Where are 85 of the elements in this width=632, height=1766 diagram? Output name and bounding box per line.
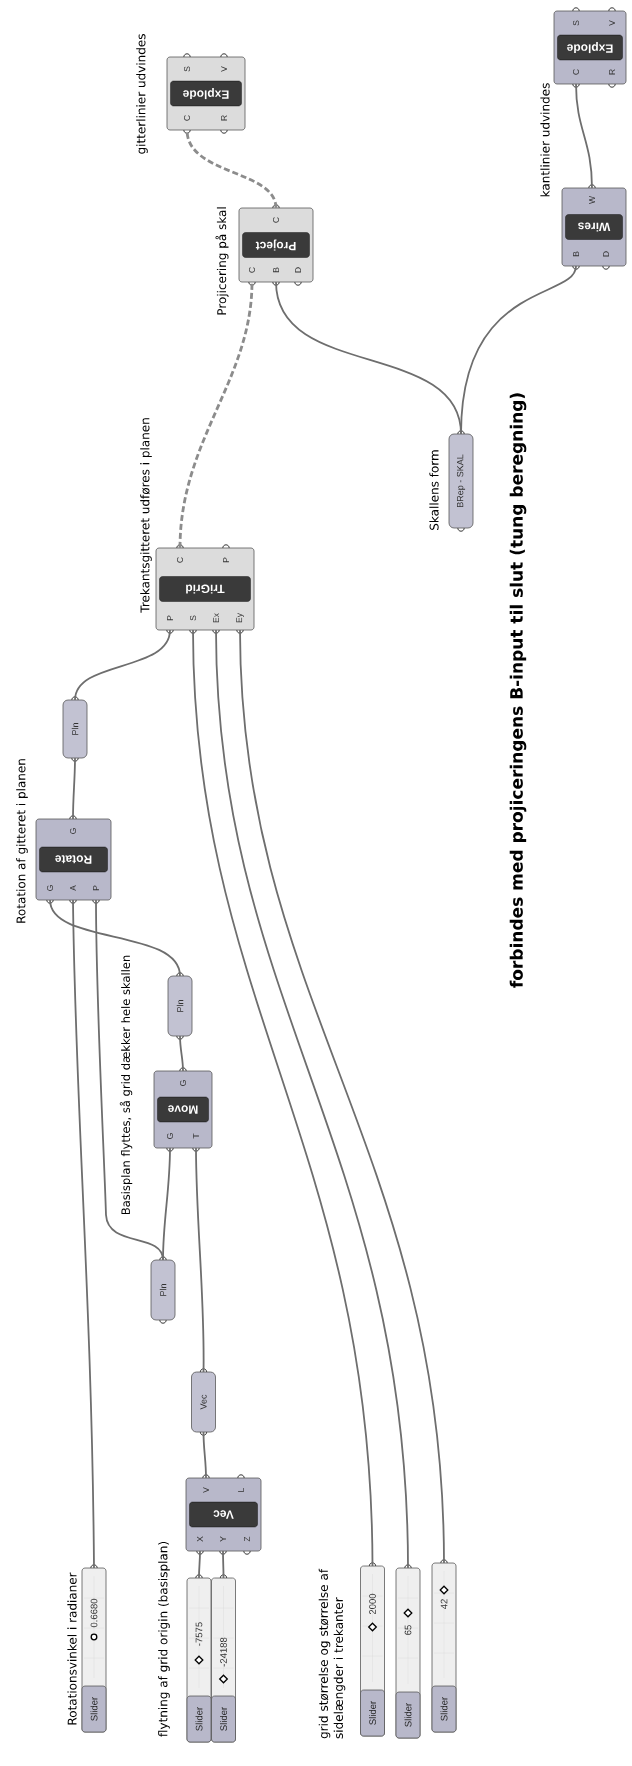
wire [460, 265, 577, 435]
slider-tab: Slider [186, 1695, 212, 1743]
port-label: C [573, 69, 579, 75]
wire [198, 1550, 201, 1579]
port-label: C [249, 267, 255, 273]
annotation-text: Rotationsvinkel i radianer [67, 1572, 77, 1725]
port-label: Z [244, 1536, 250, 1542]
port-label: W [589, 196, 595, 204]
port-label: X [197, 1536, 203, 1542]
wire [239, 629, 445, 1564]
wire [192, 629, 374, 1567]
parameter-capsule: BRep - SKAL [448, 430, 474, 532]
port-label: P [223, 557, 229, 563]
title-bar: TriGrid [159, 576, 251, 602]
slider-tab: Slider [211, 1695, 236, 1743]
port-label: C [184, 115, 190, 121]
annotation-text: Projicering på skal [215, 207, 229, 315]
wire [95, 899, 164, 1261]
slider-tab: Slider [431, 1685, 457, 1733]
annotation-text: Rotation af gitteret i planen [16, 759, 28, 923]
annotation-text: gitterlinier udvindes [136, 34, 148, 154]
port-label: G [167, 1133, 173, 1139]
annotation-text: Basisplan flyttes, så grid dækker hele skallen [119, 955, 133, 1215]
slider-tab: Slider [395, 1691, 421, 1739]
wire [72, 757, 76, 820]
parameter-capsule: Pln [167, 972, 193, 1040]
port-label: D [603, 251, 609, 257]
port-label: G [180, 1080, 186, 1086]
port-label: S [190, 615, 196, 621]
wire [215, 629, 409, 1569]
title-bar: Explode [557, 34, 623, 61]
port-label: G [47, 885, 53, 891]
annotation-text: Trekantsgitteret udføres i planen [140, 418, 152, 613]
port-label: S [184, 66, 190, 72]
wire [179, 1035, 184, 1072]
wire [202, 1431, 207, 1479]
annotation-text: grid størrelse og størrelse af sidelængder i trekanter [318, 1568, 346, 1739]
title-bar: Vec [189, 1501, 258, 1528]
slider-value: 42 [440, 1599, 448, 1610]
port-label: V [203, 1487, 209, 1493]
port-label: Y [220, 1536, 226, 1542]
wire [222, 1550, 225, 1579]
title-bar: Rotate [39, 846, 108, 873]
parameter-capsule: Vec [191, 1368, 216, 1436]
port-label: Ex [213, 613, 219, 623]
wire [72, 899, 95, 1569]
slider-tab: Slider [81, 1685, 107, 1733]
port-label: V [609, 20, 615, 26]
port-label: G [70, 828, 76, 834]
title-bar: Project [242, 232, 310, 258]
title-bar: Explode [170, 80, 242, 107]
annotation-text: flytning af grid origin (basisplan) [158, 1541, 170, 1737]
port-label: R [609, 69, 615, 75]
wire [195, 1147, 205, 1373]
port-label: B [573, 251, 579, 257]
port-label: P [167, 615, 173, 621]
port-label: A [70, 885, 76, 891]
port-label: L [238, 1487, 244, 1492]
port-label: Ey [236, 613, 244, 623]
slider-value: 2000 [369, 1593, 376, 1615]
slider-value: -7575 [195, 1622, 203, 1646]
port-label: P [93, 885, 99, 891]
port-label: B [273, 267, 279, 273]
slider-tab: Slider [360, 1689, 385, 1737]
annotation-text: kantlinier udvindes [540, 83, 550, 197]
wire [178, 281, 254, 549]
title-bar: Move [157, 1096, 209, 1123]
annotation-text: Skallens form [429, 450, 439, 530]
port-label: C [177, 557, 183, 563]
parameter-capsule: Pln [62, 696, 88, 762]
slider-value: 65 [404, 1625, 412, 1635]
port-label: S [573, 20, 579, 26]
slider-value: 0.6680 [90, 1598, 98, 1628]
parameter-capsule: Pln [150, 1256, 176, 1324]
port-label: D [295, 267, 301, 273]
wire [575, 83, 593, 189]
port-label: R [221, 115, 227, 121]
note-text: forbindes med projiceringens B-input til slut (tung beregning) [509, 393, 527, 988]
slider-value: -24188 [220, 1637, 227, 1667]
port-label: T [193, 1133, 199, 1139]
title-bar: Wires [565, 214, 623, 240]
wire [49, 899, 181, 977]
port-label: V [221, 66, 227, 72]
port-label: C [273, 217, 279, 223]
wire [74, 629, 171, 701]
